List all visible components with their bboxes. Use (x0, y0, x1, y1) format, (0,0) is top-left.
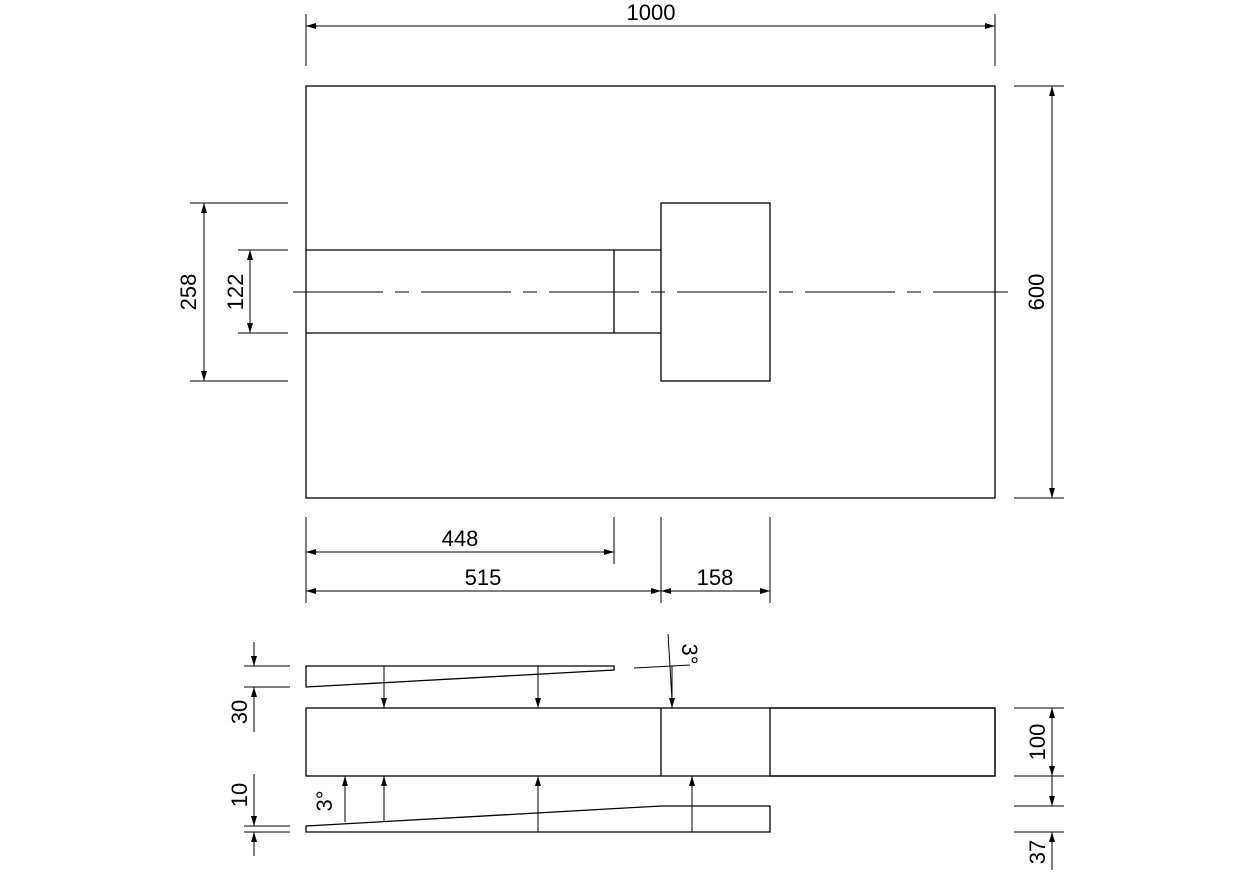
dim-label-slot-length: 448 (442, 526, 479, 551)
dim-label-bottom-wedge-thickness: 10 (227, 783, 252, 807)
top-wedge (305, 665, 615, 688)
dim-label-main-thickness: 100 (1025, 724, 1050, 761)
dim-slot-height: 122 (223, 249, 288, 334)
main-body (305, 707, 996, 777)
dim-label-bottom-gap: 37 (1025, 840, 1050, 864)
plan-view (293, 85, 1008, 499)
main-body-hatch (769, 707, 996, 777)
dim-bottom-group: 448 515 158 (305, 517, 771, 603)
dim-label-block-height: 258 (176, 274, 201, 311)
dim-label-top-wedge-thickness: 30 (227, 700, 252, 724)
dim-bottom-wedge-thickness: 10 (227, 774, 290, 856)
dim-overall-width: 1000 (305, 0, 996, 66)
dim-label-block-offset: 515 (465, 565, 502, 590)
dim-label-bottom-wedge-angle: 3° (312, 790, 337, 811)
bottom-wedge (305, 805, 771, 833)
dim-label-top-wedge-angle: 3° (677, 643, 702, 664)
dim-main-thickness: 100 (1014, 707, 1064, 777)
dim-label-slot-height: 122 (223, 274, 248, 311)
dim-overall-height: 600 (1014, 85, 1064, 499)
dim-label-overall-width: 1000 (627, 0, 676, 25)
dim-bottom-gap: 37 (1014, 776, 1064, 870)
dim-label-block-width: 158 (697, 565, 734, 590)
dim-block-height: 258 (176, 202, 288, 382)
dim-label-overall-height: 600 (1024, 274, 1049, 311)
section-view (305, 633, 996, 833)
dim-top-wedge-thickness: 30 (227, 642, 290, 732)
